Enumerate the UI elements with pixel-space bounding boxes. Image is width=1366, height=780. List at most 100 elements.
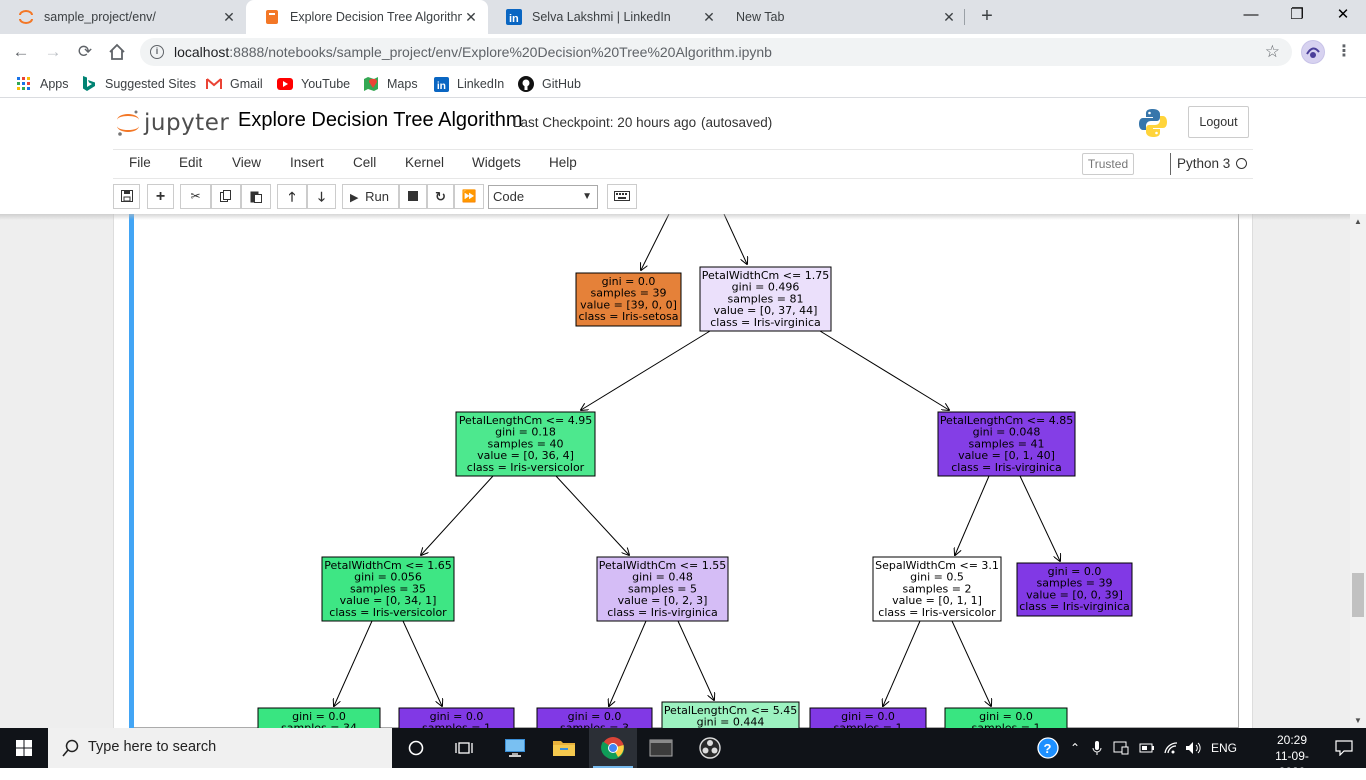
menu-view[interactable]: View [232, 155, 262, 170]
close-tab-icon[interactable]: ✕ [943, 8, 955, 25]
restore-button[interactable]: ❐ [1290, 6, 1304, 23]
minimize-button[interactable]: — [1243, 6, 1259, 23]
selected-cell-indicator [129, 214, 134, 728]
copy-icon[interactable] [211, 184, 241, 209]
tab-sample-project[interactable]: sample_project/env/ ✕ [0, 0, 246, 34]
menu-widgets[interactable]: Widgets [472, 155, 521, 170]
address-bar[interactable]: i localhost:8888/notebooks/sample_projec… [140, 38, 1292, 66]
microphone-icon[interactable] [1088, 728, 1106, 768]
tab-new-tab[interactable]: New Tab ✕ [726, 0, 966, 34]
profile-avatar[interactable] [1301, 40, 1325, 64]
back-arrow-icon[interactable]: ← [12, 42, 30, 61]
chrome-taskbar-icon[interactable] [589, 728, 637, 768]
tree-node-text: class = Iris-virginica [951, 461, 1062, 474]
tab-linkedin[interactable]: in Selva Lakshmi | LinkedIn ✕ [488, 0, 726, 34]
browser-menu-icon[interactable]: ⋮ [1336, 43, 1352, 60]
bookmark-github[interactable]: GitHub [518, 75, 581, 93]
reload-icon[interactable]: ⟳ [77, 42, 93, 61]
linkedin-favicon-icon: in [506, 9, 522, 25]
scroll-up-arrow-icon[interactable]: ▲ [1354, 217, 1362, 226]
tree-edge-arrow [883, 620, 921, 706]
tab-explore-decision-tree[interactable]: Explore Decision Tree Algorithm ✕ [246, 0, 488, 34]
menu-file[interactable]: File [129, 155, 151, 170]
move-down-icon[interactable]: 🡓 [307, 184, 336, 209]
battery-icon[interactable] [1136, 728, 1158, 768]
move-up-icon[interactable]: 🡑 [277, 184, 307, 209]
run-button[interactable]: ▶ Run [342, 184, 399, 209]
tree-node-text: samples = 1 [422, 722, 491, 728]
restart-kernel-icon[interactable]: ↻ [427, 184, 454, 209]
bookmark-apps[interactable]: Apps [16, 75, 69, 93]
scrollbar-thumb[interactable] [1352, 573, 1364, 617]
menu-kernel[interactable]: Kernel [405, 155, 445, 170]
tree-node-box [944, 707, 1068, 728]
home-icon[interactable] [105, 40, 129, 64]
tablet-mode-icon[interactable] [1110, 728, 1132, 768]
logout-button[interactable]: Logout [1188, 106, 1249, 138]
wifi-icon[interactable] [1160, 728, 1182, 768]
kernel-name[interactable]: Python 3 [1170, 153, 1230, 175]
bookmark-linkedin[interactable]: in LinkedIn [433, 75, 504, 93]
close-tab-icon[interactable]: ✕ [223, 8, 235, 25]
action-center-icon[interactable] [1322, 728, 1366, 768]
menu-edit[interactable]: Edit [179, 155, 203, 170]
cut-icon[interactable]: ✂ [180, 184, 211, 209]
bookmark-label: LinkedIn [457, 77, 505, 91]
volume-icon[interactable] [1183, 728, 1205, 768]
bookmark-youtube[interactable]: YouTube [277, 75, 350, 93]
page-scrollbar[interactable]: ▲ ▼ [1350, 214, 1366, 728]
close-tab-icon[interactable]: ✕ [703, 8, 715, 25]
menu-cell[interactable]: Cell [353, 155, 377, 170]
cell-type-value: Code [493, 189, 525, 204]
show-hidden-icons-icon[interactable]: ⌃ [1069, 741, 1081, 755]
bookmark-label: Maps [387, 77, 418, 91]
add-cell-icon[interactable]: + [147, 184, 174, 209]
tree-node-box [872, 556, 1002, 622]
interrupt-kernel-icon[interactable] [399, 184, 427, 209]
paste-icon[interactable] [241, 184, 271, 209]
tree-node-box [937, 411, 1076, 477]
notebook-title[interactable]: Explore Decision Tree Algorithm [238, 109, 523, 131]
restart-run-all-icon[interactable]: ⏩ [454, 184, 484, 209]
menu-insert[interactable]: Insert [290, 155, 324, 170]
bookmark-maps[interactable]: Maps [363, 75, 418, 93]
run-label: Run [365, 189, 389, 204]
task-view-icon[interactable] [440, 728, 488, 768]
close-tab-icon[interactable]: ✕ [465, 8, 477, 25]
menu-help[interactable]: Help [549, 155, 577, 170]
tree-node-box [699, 266, 832, 332]
cortana-icon[interactable] [392, 728, 440, 768]
forward-arrow-icon[interactable]: → [44, 42, 62, 61]
windows-start-icon[interactable] [0, 728, 48, 768]
language-indicator[interactable]: ENG [1210, 741, 1237, 755]
trusted-badge[interactable]: Trusted [1082, 153, 1134, 175]
bookmark-gmail[interactable]: Gmail [206, 75, 263, 93]
last-checkpoint: Last Checkpoint: 20 hours ago [513, 115, 697, 130]
save-icon[interactable] [113, 184, 140, 209]
taskbar-search-box[interactable]: Type here to search [48, 728, 392, 768]
help-icon[interactable]: ? [1036, 728, 1060, 768]
bookmark-star-icon[interactable]: ☆ [1264, 42, 1280, 61]
tree-node-text: gini = 0.0 [979, 710, 1033, 723]
site-info-icon[interactable]: i [150, 45, 164, 59]
obs-app-icon[interactable] [686, 728, 734, 768]
cell-type-select[interactable]: Code ▼ [488, 185, 598, 209]
scroll-down-arrow-icon[interactable]: ▼ [1354, 716, 1362, 725]
computer-app-icon[interactable] [492, 728, 540, 768]
tree-node-text: value = [0, 2, 3] [618, 594, 708, 607]
tree-edge-arrow [334, 620, 373, 706]
new-tab-button[interactable]: + [981, 5, 993, 27]
command-palette-keyboard-icon[interactable] [607, 184, 637, 209]
tree-node-text: samples = 5 [628, 582, 697, 595]
terminal-app-icon[interactable] [637, 728, 685, 768]
bookmark-suggested-sites[interactable]: Suggested Sites [81, 75, 196, 93]
search-placeholder: Type here to search [88, 739, 217, 755]
jupyter-logo[interactable]: jupyter [116, 108, 229, 138]
system-clock[interactable]: 20:29 11-09-2020 [1262, 732, 1322, 780]
file-explorer-icon[interactable] [540, 728, 588, 768]
close-window-button[interactable]: ✕ [1336, 6, 1350, 23]
tree-node-text: samples = 1 [972, 722, 1041, 728]
